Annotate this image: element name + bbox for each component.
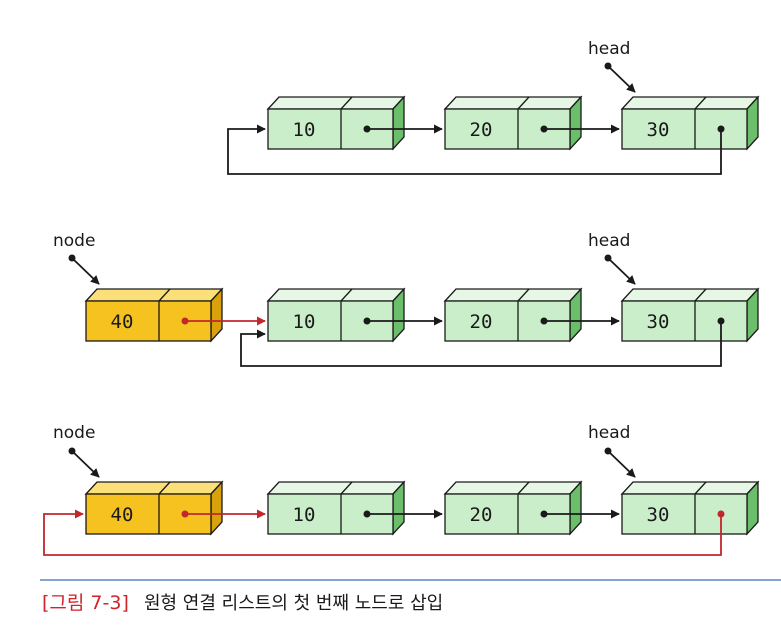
node-value: 30 <box>647 311 670 333</box>
link-30-to-10 <box>240 321 722 367</box>
list-node-20: 20 <box>443 95 583 151</box>
list-node-20: 20 <box>443 480 583 536</box>
node-value: 30 <box>647 504 670 526</box>
node-value: 20 <box>470 119 493 141</box>
head-label: head <box>588 231 630 251</box>
node-value: 20 <box>470 311 493 333</box>
diagram-1: head 10 20 3 <box>227 39 760 175</box>
node-value: 10 <box>293 311 316 333</box>
node-pointer-arrow <box>71 450 100 478</box>
node-label: node <box>53 231 95 251</box>
node-value: 40 <box>111 311 134 333</box>
list-node-10: 10 <box>266 287 406 343</box>
list-node-30: 30 <box>620 95 760 151</box>
head-pointer-arrow <box>607 65 636 93</box>
node-pointer-arrow <box>71 257 100 285</box>
head-label: head <box>588 39 630 59</box>
figure-caption: [그림 7-3] 원형 연결 리스트의 첫 번째 노드로 삽입 <box>42 592 443 614</box>
link-30-to-10 <box>227 124 722 175</box>
list-node-30: 30 <box>620 287 760 343</box>
diagram-3: node head 40 10 <box>43 423 760 556</box>
node-label: node <box>53 423 95 443</box>
head-pointer-arrow <box>607 450 636 478</box>
new-node-40: 40 <box>84 480 224 536</box>
node-value: 20 <box>470 504 493 526</box>
node-value: 10 <box>293 119 316 141</box>
figure-title: 원형 연결 리스트의 첫 번째 노드로 삽입 <box>144 593 443 614</box>
figure-number: [그림 7-3] <box>42 592 129 614</box>
link-30-to-40 <box>43 509 722 556</box>
head-label: head <box>588 423 630 443</box>
head-pointer-arrow <box>607 257 636 285</box>
list-node-30: 30 <box>620 480 760 536</box>
node-value: 40 <box>111 504 134 526</box>
node-value: 10 <box>293 504 316 526</box>
list-node-20: 20 <box>443 287 583 343</box>
new-node-40: 40 <box>84 287 224 343</box>
node-value: 30 <box>647 119 670 141</box>
list-node-10: 10 <box>266 95 406 151</box>
diagram-2: node head 40 10 <box>53 231 760 367</box>
list-node-10: 10 <box>266 480 406 536</box>
